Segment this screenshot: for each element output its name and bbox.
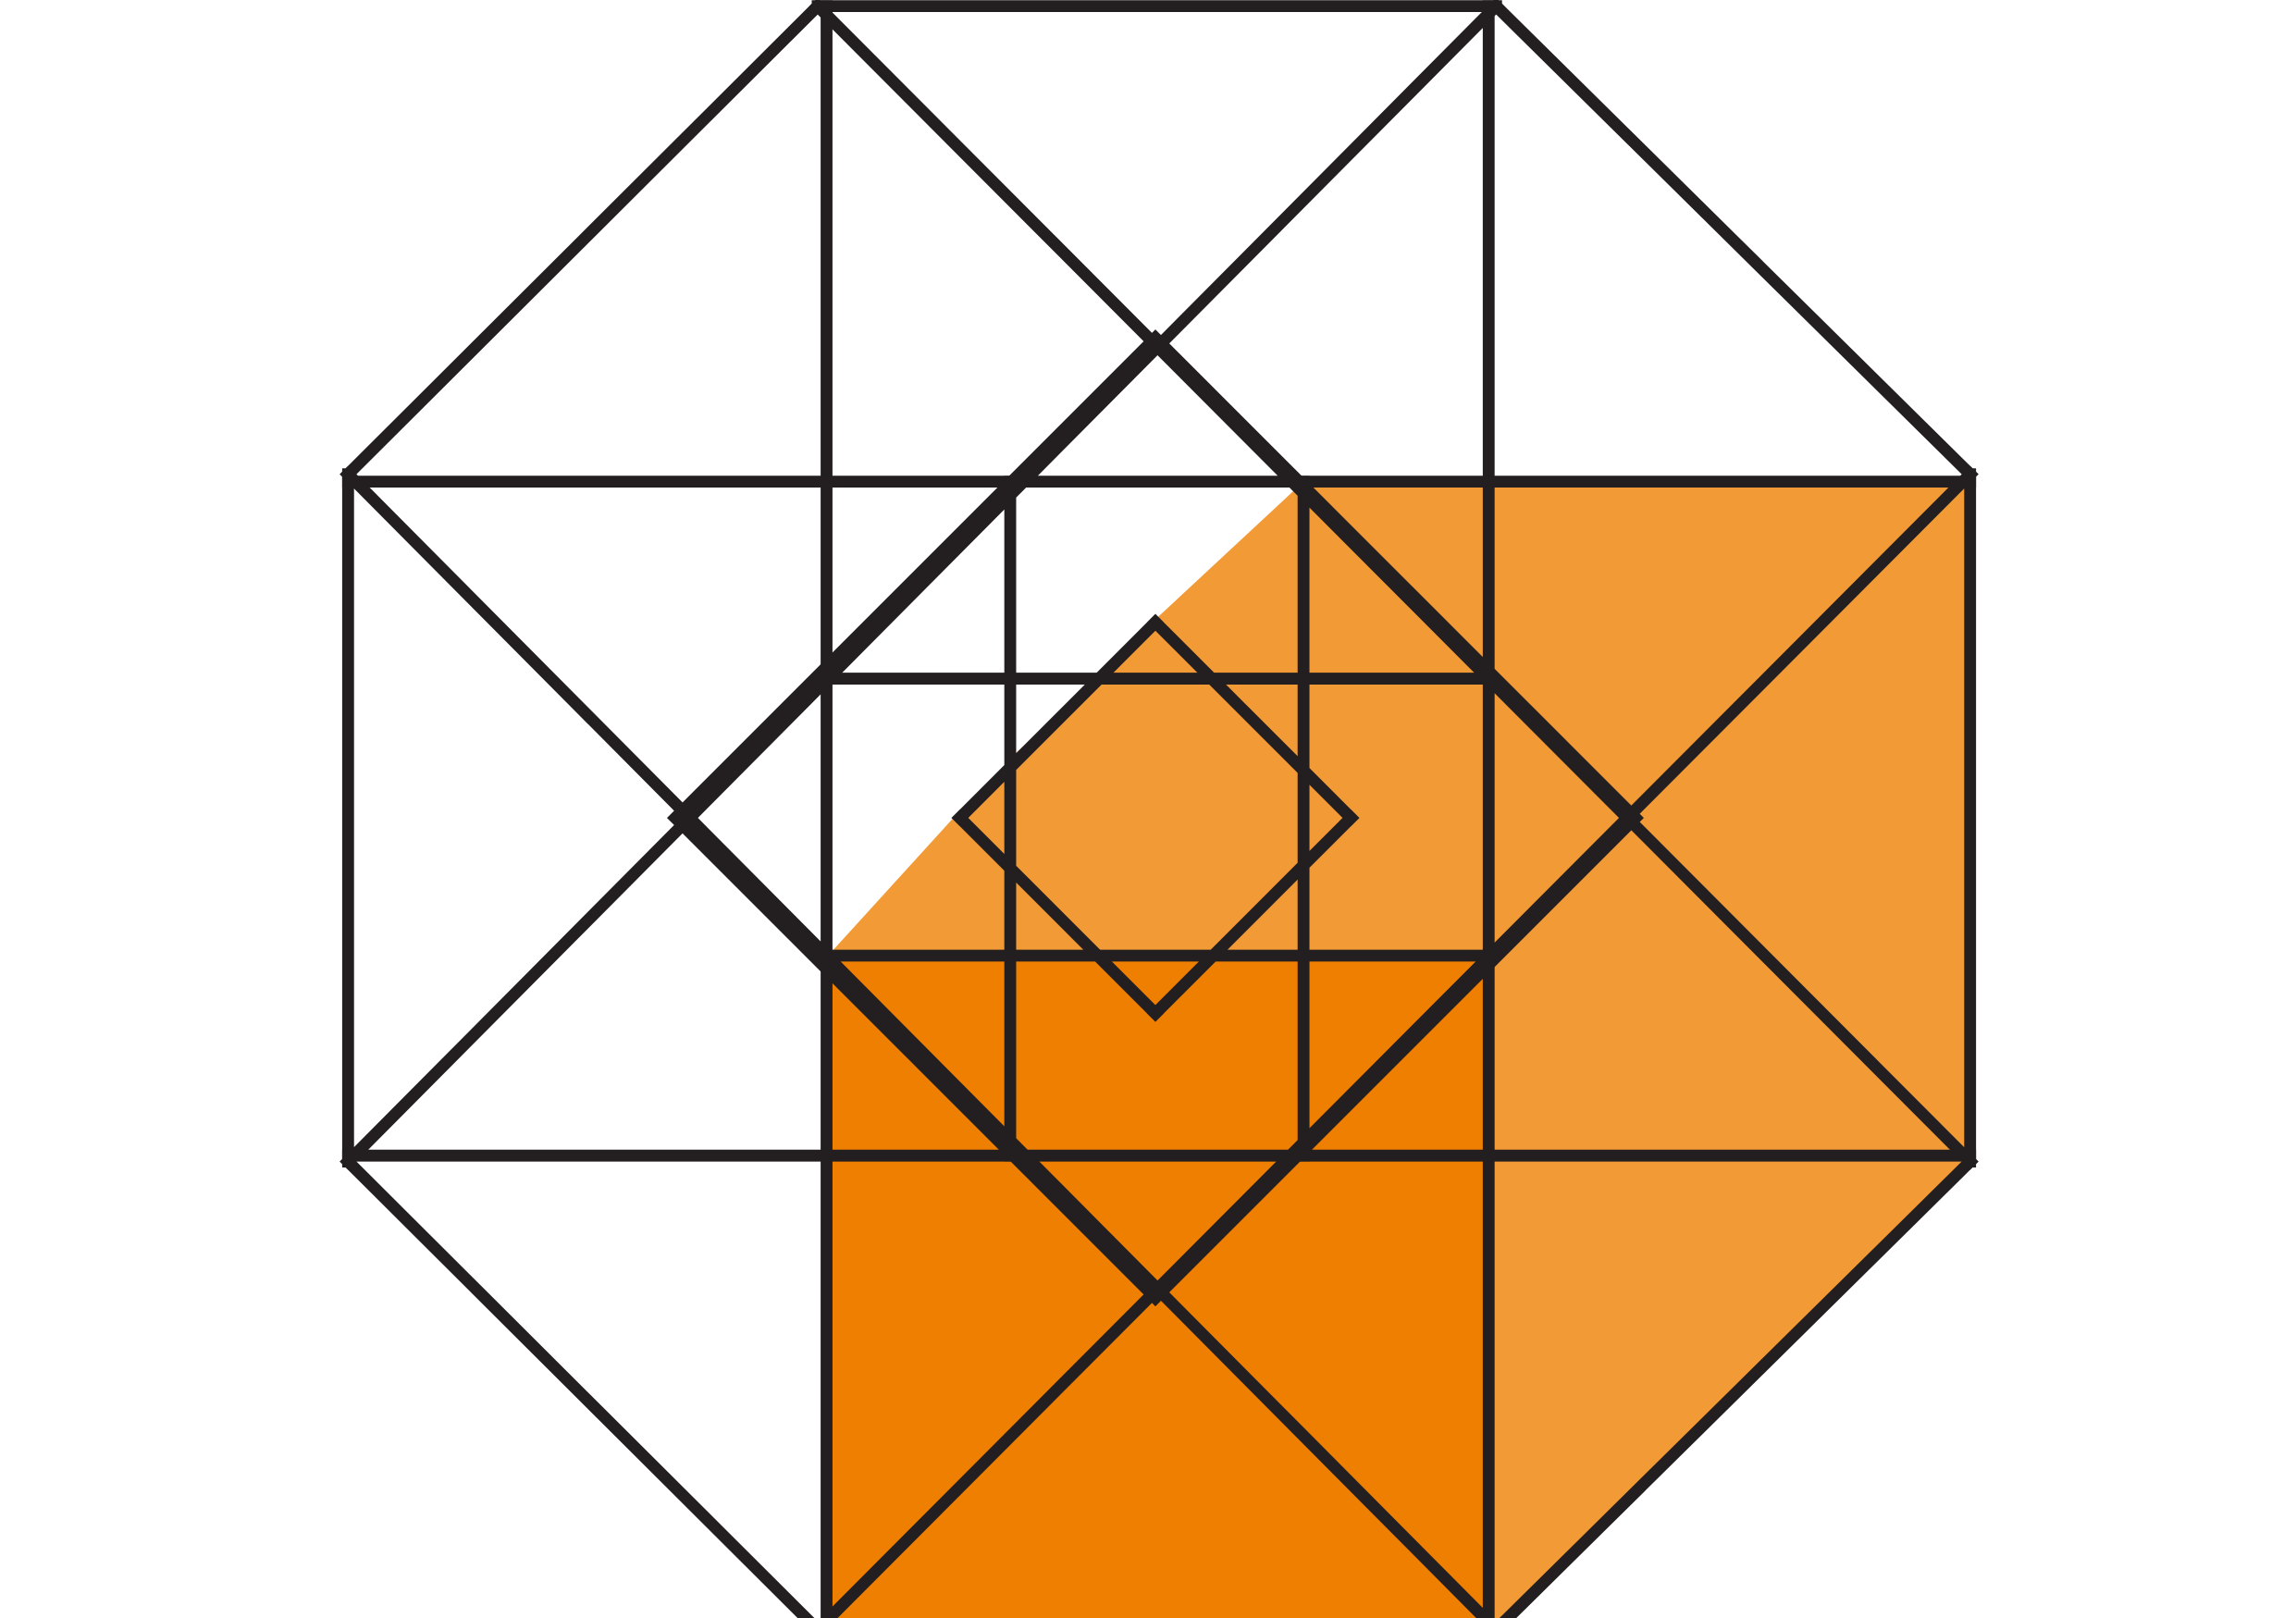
octagon-edge [339, 1153, 815, 1618]
diamond-edge [1146, 329, 1644, 827]
white-small-triangle-left [1010, 681, 1091, 760]
octagon-edge [1487, 0, 1979, 483]
inner-diamond-edge [1146, 613, 1360, 827]
octagon-edge [339, 0, 826, 483]
frame-lines [339, 0, 1979, 1618]
light-orange-right-block [1488, 481, 1970, 1156]
diamond-edge [1146, 809, 1644, 1306]
diagonal-line [339, 465, 1493, 1618]
inner-diamond-edge [951, 809, 1165, 1022]
light-orange-center-octagon [1010, 681, 1304, 957]
white-left-notch [836, 681, 1011, 808]
diamond-edge [667, 809, 1165, 1306]
diagonal-line [339, 0, 1505, 1170]
light-orange-bottom-right-triangle [1488, 1155, 1970, 1618]
inner-diamond-edge [951, 613, 1165, 827]
inner-diamond-edge [1146, 809, 1360, 1022]
diamond-edge [667, 329, 1165, 827]
octagon-edge [1499, 1153, 1979, 1618]
light-orange-inner-column [1303, 481, 1489, 957]
